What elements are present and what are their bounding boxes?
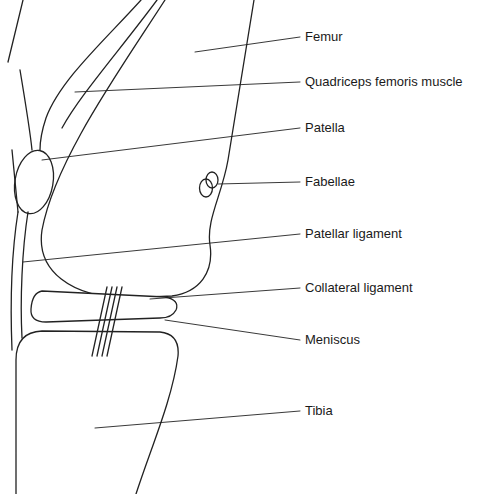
fabella-outline (206, 172, 218, 188)
leader-line (42, 128, 300, 160)
femur-outline (41, 0, 254, 298)
patellar-ligament-outline (12, 150, 18, 212)
leader-line (23, 234, 300, 262)
meniscus-outline (31, 291, 177, 322)
leader-line (218, 182, 300, 184)
leader-line (195, 37, 300, 52)
quadriceps-outline (20, 70, 32, 150)
part-label: Collateral ligament (305, 280, 413, 296)
leader-line (95, 411, 300, 428)
leader-line (150, 288, 300, 299)
quadriceps-outline (40, 0, 141, 150)
skin-line (8, 0, 23, 62)
leader-lines (23, 37, 300, 428)
part-label: Meniscus (305, 332, 360, 348)
part-label: Patellar ligament (305, 226, 402, 242)
patellar-ligament-outline (11, 212, 18, 350)
part-label: Tibia (305, 403, 333, 419)
leader-line (75, 82, 300, 92)
collateral-ligament (92, 287, 122, 356)
leader-line (165, 320, 300, 340)
part-label: Quadriceps femoris muscle (305, 74, 463, 90)
part-label: Femur (305, 29, 343, 45)
patella-outline (10, 147, 59, 217)
part-label: Fabellae (305, 174, 355, 190)
patellar-ligament-outline (21, 212, 28, 338)
quadriceps-outline (62, 0, 157, 128)
part-label: Patella (305, 120, 345, 136)
